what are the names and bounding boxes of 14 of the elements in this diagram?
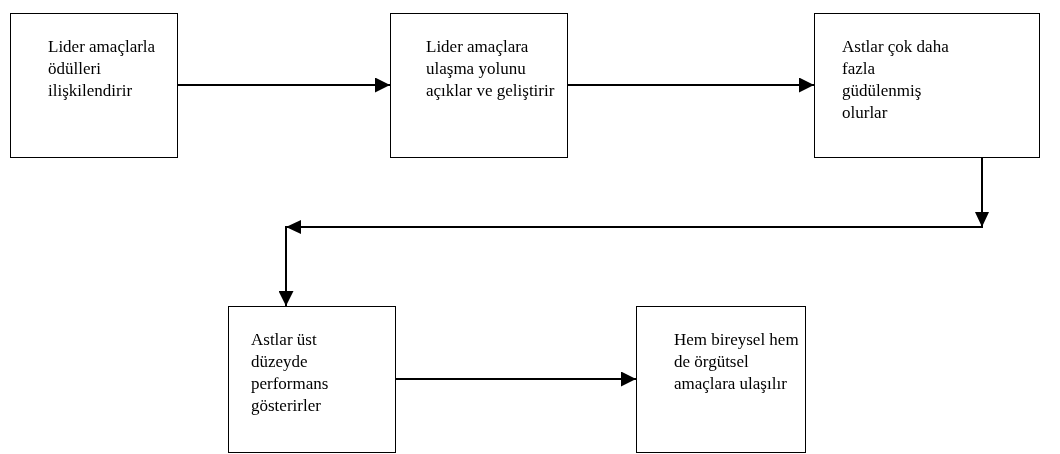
- process-box: [390, 13, 568, 158]
- arrow: [177, 77, 391, 93]
- box-text: Lider amaçlarla ödülleri ilişkilendirir: [48, 36, 157, 102]
- arrow: [278, 157, 989, 307]
- process-box: [10, 13, 178, 158]
- arrow: [395, 371, 637, 387]
- box-text: Astlar çok daha fazla güdülenmiş olurlar: [842, 36, 950, 124]
- process-box: [636, 306, 806, 453]
- box-text: Lider amaçlara ulaşma yolunu açıklar ve geliştirir: [426, 36, 556, 102]
- arrow: [567, 77, 815, 93]
- process-box: [228, 306, 396, 453]
- box-text: Astlar üst düzeyde performans gösterirler: [251, 329, 330, 417]
- process-box: [814, 13, 1040, 158]
- box-text: Hem bireysel hem de örgütsel amaçlara ulaşılır: [674, 329, 799, 395]
